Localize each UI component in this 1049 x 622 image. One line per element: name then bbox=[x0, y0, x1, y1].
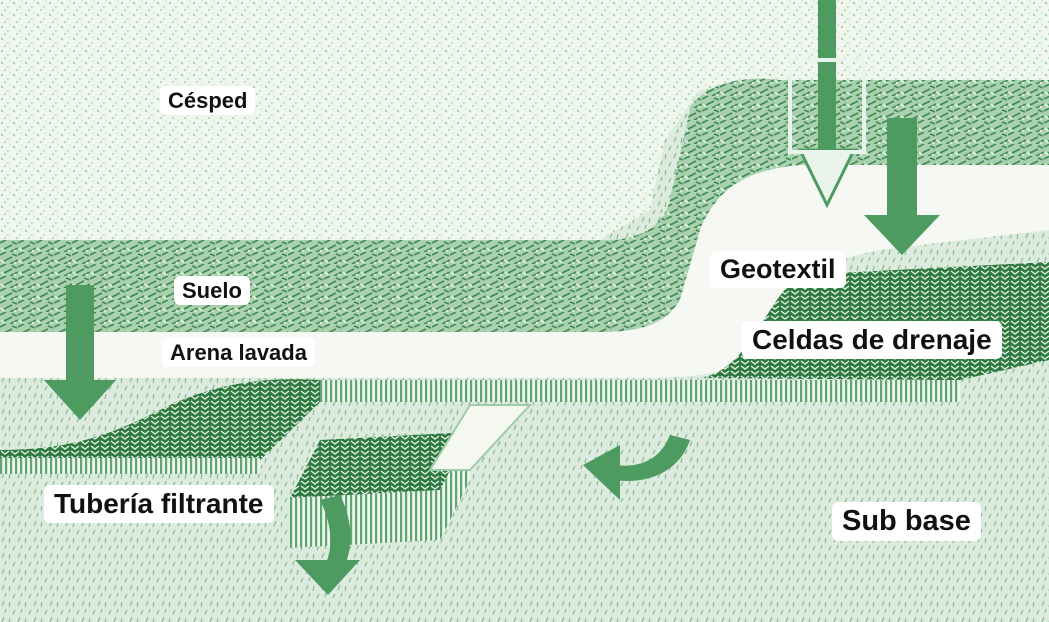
filter-pipe-side bbox=[290, 490, 440, 548]
label-arena-lavada: Arena lavada bbox=[162, 338, 315, 367]
label-geotextil: Geotextil bbox=[710, 251, 846, 288]
label-cesped: Césped bbox=[160, 86, 255, 115]
label-suelo: Suelo bbox=[174, 276, 250, 305]
label-sub-base: Sub base bbox=[832, 502, 981, 541]
label-celdas-de-drenaje: Celdas de drenaje bbox=[742, 321, 1002, 359]
geotextile-strip bbox=[320, 380, 960, 402]
label-tuberia-filtrante: Tubería filtrante bbox=[44, 485, 274, 523]
drainage-cells-left-edge bbox=[0, 458, 260, 474]
